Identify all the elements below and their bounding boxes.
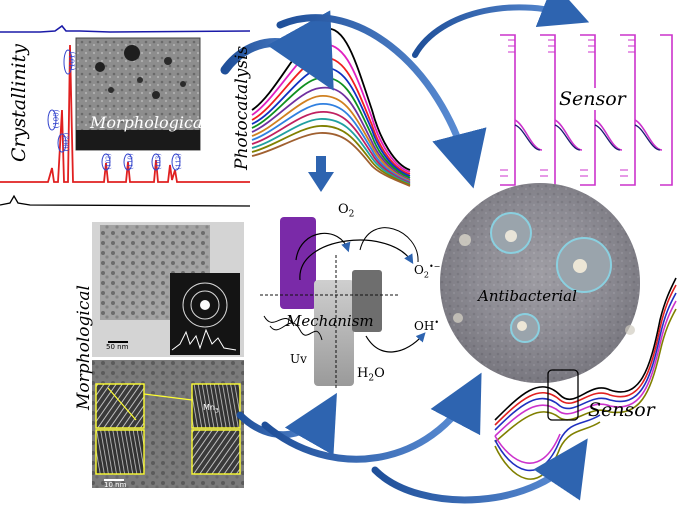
sensor-top-dark-traces: [514, 124, 661, 151]
hydroxyl-radical-label: OH•: [414, 318, 440, 333]
water-label: H2O: [357, 366, 385, 384]
lattice-box-4: [191, 429, 241, 475]
mechanism-schematic: [260, 217, 426, 390]
tem-scale-10nm: 10 nm: [104, 481, 127, 489]
lattice-box-2: [95, 429, 145, 475]
petri-dish: [440, 183, 640, 383]
xrd-peak-110: (110): [127, 153, 135, 170]
xrd-peak-103: (103): [155, 153, 163, 170]
sem-image: [75, 37, 201, 151]
photocatalysis-label: Photocatalysis: [232, 45, 252, 170]
crystallinity-label: Crystallinity: [8, 44, 30, 162]
xrd-middle-trace: [0, 44, 250, 183]
sensor-bottom-label: Sensor: [588, 399, 655, 421]
superoxide-label: O2•−: [414, 262, 441, 280]
sensor-top-label: Sensor: [557, 88, 628, 110]
lattice-box-1: [95, 383, 145, 429]
antibacterial-label: Antibacterial: [478, 287, 577, 305]
xrd-peak-002: (002): [62, 132, 71, 152]
mn3o4-label: Mn3: [203, 403, 219, 415]
xrd-bottom-trace: [0, 194, 251, 207]
sensor-peak-highlight: [547, 369, 579, 421]
o2-label: O2: [338, 202, 355, 220]
lattice-box-3: [191, 383, 241, 429]
gray-band-block-light: [314, 280, 354, 386]
xrd-peak-101: (101): [68, 51, 77, 71]
photocatalysis-spectra: [251, 27, 411, 187]
uv-label: Uv: [290, 352, 307, 366]
tem-panel: [92, 222, 244, 488]
mechanism-label: Mechanism: [286, 312, 374, 330]
gray-band-block-dark: [352, 270, 382, 332]
morphological-side-label: Morphological: [74, 285, 94, 410]
sensor-top-tick-marks: [500, 39, 635, 177]
sensor-top-traces: [500, 34, 673, 186]
connecting-arrows: [220, 0, 590, 504]
xrd-peak-112: (112): [175, 153, 183, 170]
sem-morphological-label: Morphological: [90, 113, 208, 132]
xrd-peak-102: (102): [105, 153, 113, 170]
xrd-panel: [0, 24, 251, 207]
xrd-top-trace: [0, 24, 251, 33]
xrd-peak-100: (100): [52, 109, 61, 129]
tem-scale-50nm: 50 nm: [106, 343, 129, 351]
down-arrow: [308, 156, 334, 192]
